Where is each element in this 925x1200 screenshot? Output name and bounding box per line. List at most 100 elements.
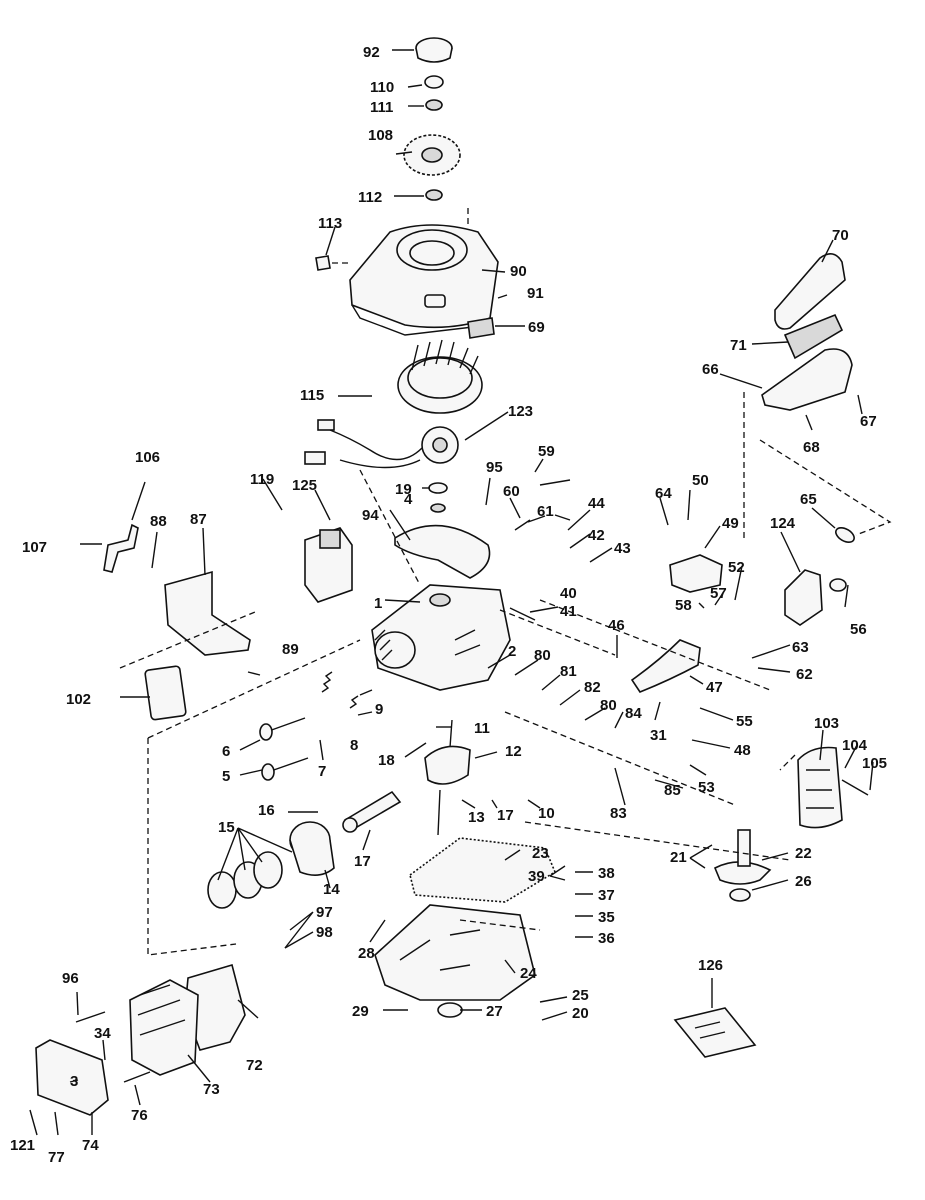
- callout-21: 21: [670, 849, 687, 866]
- callout-23: 23: [532, 845, 549, 862]
- callout-71: 71: [730, 337, 747, 354]
- callout-80a: 80: [534, 647, 551, 664]
- callout-67: 67: [860, 413, 877, 430]
- dashed-guide: [119, 611, 256, 669]
- callout-107: 107: [22, 539, 47, 556]
- callout-81: 81: [560, 663, 577, 680]
- callout-44: 44: [588, 495, 605, 512]
- dipstick-cap-part: [729, 888, 751, 902]
- callout-25: 25: [572, 987, 589, 1004]
- callout-110: 110: [370, 79, 394, 96]
- callout-41: 41: [560, 603, 577, 620]
- callout-40: 40: [560, 585, 577, 602]
- callout-6: 6: [222, 743, 230, 760]
- nut-part: [425, 189, 443, 201]
- callout-102: 102: [66, 691, 91, 708]
- callout-94: 94: [362, 507, 379, 524]
- callout-11: 11: [474, 720, 490, 737]
- sump-part: [374, 904, 536, 1001]
- callout-84: 84: [625, 705, 642, 722]
- callout-103: 103: [814, 715, 839, 732]
- callout-31: 31: [650, 727, 667, 744]
- air-filter-part: [783, 313, 844, 360]
- callout-90: 90: [510, 263, 527, 280]
- callout-22: 22: [795, 845, 812, 862]
- spring-part: [509, 607, 536, 621]
- callout-69: 69: [528, 319, 545, 336]
- muffler-part: [797, 746, 869, 829]
- callout-35: 35: [598, 909, 615, 926]
- seal-part: [437, 1002, 463, 1018]
- callout-125: 125: [292, 477, 317, 494]
- callout-73: 73: [203, 1081, 220, 1098]
- callout-14: 14: [323, 881, 340, 898]
- dashed-guide: [524, 754, 796, 861]
- callout-98: 98: [316, 924, 333, 941]
- callout-76: 76: [131, 1107, 148, 1124]
- washer-part: [424, 75, 444, 89]
- callout-10: 10: [538, 805, 555, 822]
- callout-24: 24: [520, 965, 537, 982]
- callout-95: 95: [486, 459, 503, 476]
- callout-12: 12: [505, 743, 522, 760]
- callout-15: 15: [218, 819, 235, 836]
- callout-46: 46: [608, 617, 625, 634]
- callout-56: 56: [850, 621, 867, 638]
- callout-121: 121: [10, 1137, 35, 1154]
- callout-62: 62: [796, 666, 813, 683]
- callout-50: 50: [692, 472, 709, 489]
- callout-18: 18: [378, 752, 395, 769]
- air-cleaner-cover-part: [774, 253, 846, 330]
- control-bracket-part: [669, 554, 723, 593]
- callout-52: 52: [728, 559, 745, 576]
- callout-5: 5: [222, 768, 230, 785]
- ignition-module-part: [304, 527, 353, 603]
- leader-lines: [29, 49, 874, 1136]
- dashed-guide: [459, 919, 541, 931]
- callout-53: 53: [698, 779, 715, 796]
- air-cleaner-base-part: [761, 348, 853, 411]
- blower-housing-part: [349, 224, 499, 336]
- callout-17a: 17: [497, 807, 514, 824]
- callout-106: 106: [135, 449, 160, 466]
- callout-13: 13: [468, 809, 485, 826]
- callout-104: 104: [842, 737, 868, 754]
- callout-17b: 17: [354, 853, 371, 870]
- oil-fill-part: [713, 829, 772, 885]
- callout-58: 58: [675, 597, 692, 614]
- callout-42: 42: [588, 527, 605, 544]
- callout-27: 27: [486, 1003, 503, 1020]
- callout-20: 20: [572, 1005, 589, 1022]
- callout-82: 82: [584, 679, 601, 696]
- crankshaft-part: [424, 719, 471, 836]
- carburetor-part: [784, 569, 847, 626]
- callout-7: 7: [318, 763, 326, 780]
- tab-part: [315, 255, 331, 271]
- callout-115: 115: [300, 387, 324, 404]
- callout-9: 9: [375, 701, 383, 718]
- link-part: [514, 479, 571, 531]
- washer-part: [430, 503, 446, 513]
- valve-part: [261, 757, 309, 781]
- callout-34: 34: [94, 1025, 111, 1042]
- callout-124: 124: [770, 515, 796, 532]
- callout-8: 8: [350, 737, 358, 754]
- dashed-guide: [759, 439, 892, 536]
- callout-28: 28: [358, 945, 375, 962]
- callout-3: 3: [70, 1073, 78, 1090]
- dashed-guide: [504, 711, 736, 806]
- callout-48: 48: [734, 742, 751, 759]
- repair-manual-part: [673, 1007, 757, 1058]
- callout-123: 123: [508, 403, 533, 420]
- callout-92: 92: [363, 44, 380, 61]
- callout-63: 63: [792, 639, 809, 656]
- governor-plate-part: [394, 524, 491, 579]
- callout-96: 96: [62, 970, 79, 987]
- callout-labels: 92 110 111 108 112 113 90 91 69 70 71 66…: [10, 44, 887, 1166]
- callout-64: 64: [655, 485, 672, 502]
- callout-65: 65: [800, 491, 817, 508]
- piston-part: [289, 821, 335, 876]
- callout-60: 60: [503, 483, 520, 500]
- bolt-part: [75, 1011, 106, 1023]
- piston-rings-part: [207, 851, 283, 909]
